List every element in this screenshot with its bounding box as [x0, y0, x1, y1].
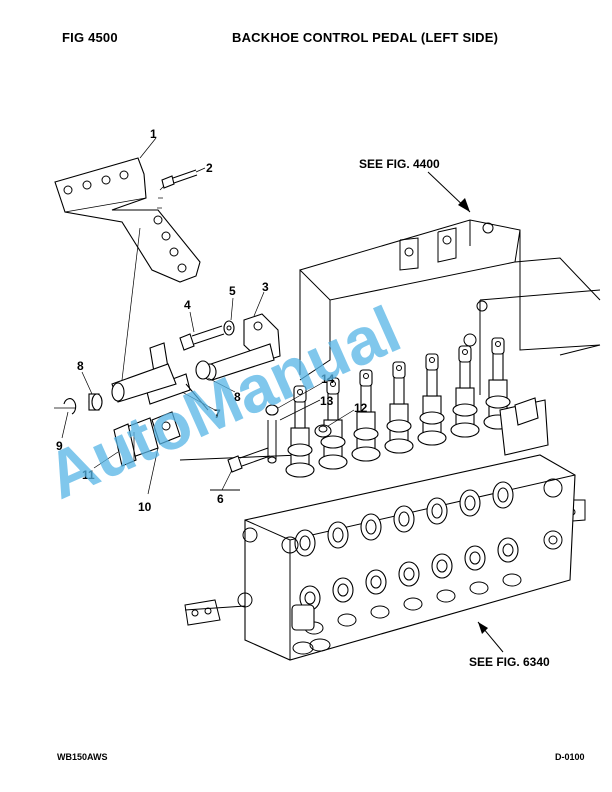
pedal-plate — [54, 157, 201, 381]
callout-2: 2 — [206, 161, 213, 175]
callout-13: 13 — [320, 394, 334, 408]
valve-port — [426, 497, 456, 603]
valve-port — [294, 529, 324, 635]
callout-10: 10 — [138, 500, 152, 514]
pivot-bracket — [203, 313, 281, 381]
callout-3: 3 — [262, 280, 269, 294]
snap-ring — [54, 398, 77, 415]
valve-spool — [318, 377, 348, 470]
bushing-left-face — [91, 393, 103, 411]
valve-spool — [417, 353, 447, 446]
callout-9: 9 — [56, 439, 63, 453]
valve-spool — [351, 369, 381, 462]
leader-lines — [61, 137, 504, 653]
callout-labels: 1 2 3 4 5 6 7 8 8 9 10 11 12 13 14 — [56, 127, 368, 514]
callout-7: 7 — [214, 407, 221, 421]
clevis-linkage — [113, 411, 181, 467]
page-code: D-0100 — [555, 752, 585, 762]
callout-4: 4 — [184, 298, 191, 312]
callout-12: 12 — [354, 401, 368, 415]
valve-spool — [450, 345, 480, 438]
valve-port — [459, 489, 489, 595]
callout-8-right: 8 — [234, 390, 241, 404]
valve-port — [327, 521, 357, 627]
callout-1: 1 — [150, 127, 157, 141]
figure-number: FIG 4500 — [62, 30, 118, 45]
bolt-and-washer — [179, 320, 235, 351]
reference-see-fig-6340: SEE FIG. 6340 — [469, 655, 550, 669]
clevis-bolt — [227, 447, 271, 473]
valve-spool — [285, 385, 315, 478]
control-valve-bank — [237, 337, 576, 661]
valve-port — [393, 505, 423, 611]
callout-14: 14 — [321, 372, 335, 386]
pedal-screw — [159, 169, 198, 191]
callout-6: 6 — [217, 492, 224, 506]
callout-11: 11 — [82, 468, 95, 482]
pedal-pivot-arm — [111, 342, 211, 411]
model-code: WB150AWS — [57, 752, 108, 762]
reference-see-fig-4400: SEE FIG. 4400 — [359, 157, 440, 171]
adjuster-stud — [265, 404, 279, 464]
valve-spool — [384, 361, 414, 454]
figure-title: BACKHOE CONTROL PEDAL (LEFT SIDE) — [232, 30, 499, 45]
valve-port — [492, 481, 522, 587]
callout-8-left: 8 — [77, 359, 84, 373]
lock-nut — [314, 424, 332, 438]
callout-5: 5 — [229, 284, 236, 298]
valve-port — [360, 513, 390, 619]
